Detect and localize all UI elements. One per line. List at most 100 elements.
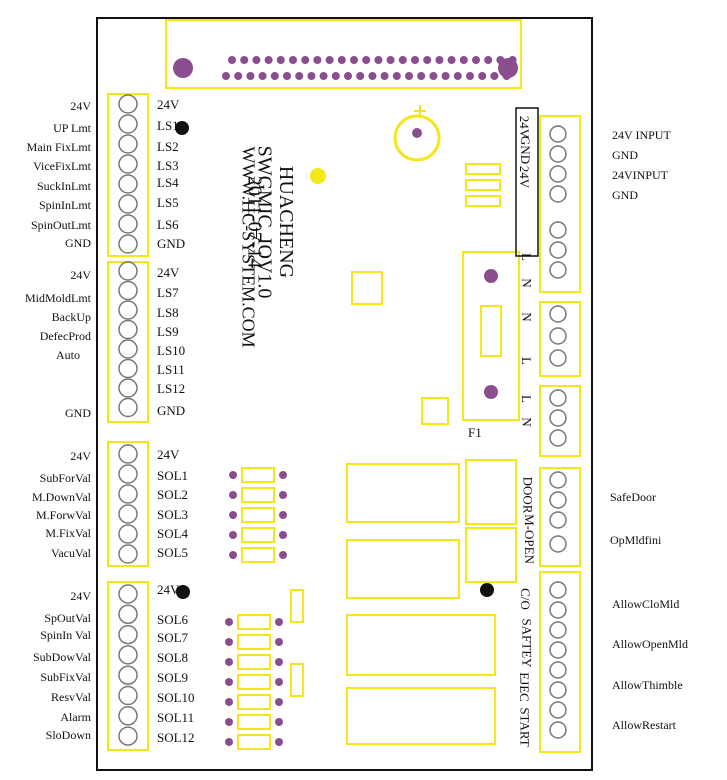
resistor-array-top xyxy=(465,163,501,207)
pin-sol6: SOL6 xyxy=(157,612,189,627)
fuse-label: F1 xyxy=(468,425,482,440)
diode-pad xyxy=(225,658,233,666)
label-sub-dow-val: SubDowVal xyxy=(32,650,91,664)
pin-right-n-a: N xyxy=(519,278,535,288)
pin-ejec: EJEC xyxy=(516,672,532,702)
label-sub-for-val: SubForVal xyxy=(39,471,91,485)
top-connector-pin xyxy=(301,56,310,64)
terminal-screw xyxy=(118,300,138,320)
label-auto: Auto xyxy=(56,348,80,362)
diode xyxy=(237,694,271,710)
top-connector-pin xyxy=(429,72,438,80)
label-m-fix-val: M.FixVal xyxy=(45,526,91,540)
pin-ls9: LS9 xyxy=(157,324,179,339)
pin-sol8: SOL8 xyxy=(157,650,189,665)
terminal-screw xyxy=(118,94,138,114)
pin-right-24v-b: 24V xyxy=(517,165,533,189)
diode xyxy=(241,527,275,543)
label-gnd-a: GND xyxy=(65,236,91,250)
diode-pad xyxy=(229,531,237,539)
pin-24v-a: 24V xyxy=(157,97,180,112)
terminal-screw xyxy=(549,145,567,163)
terminal-screw xyxy=(118,114,138,134)
label-spin-in-lmt: SpinInLmt xyxy=(38,198,91,212)
label-vice-fix-lmt: ViceFixLmt xyxy=(33,159,91,173)
top-connector-pin xyxy=(478,72,487,80)
top-connector-pin xyxy=(447,56,456,64)
diode-pad xyxy=(275,698,283,706)
terminal-screw xyxy=(118,214,138,234)
top-connector-pin xyxy=(344,72,352,80)
diode-pad xyxy=(229,511,237,519)
label-backup: BackUp xyxy=(51,310,91,324)
top-connector-pin xyxy=(490,72,499,80)
top-connector-pin xyxy=(417,72,426,80)
terminal-screw xyxy=(118,319,138,340)
terminal-screw xyxy=(118,194,138,214)
pin-m-open: M-OPEN xyxy=(521,514,537,564)
diode xyxy=(237,614,271,630)
label-allow-clo-mld: AllowCloMld xyxy=(612,597,680,611)
pin-ls3: LS3 xyxy=(157,158,179,173)
top-connector-pin xyxy=(234,72,243,80)
diode-pad xyxy=(225,698,233,706)
top-connector-pin xyxy=(508,56,517,64)
top-connector-pin xyxy=(307,72,316,80)
terminal-screw xyxy=(549,221,567,239)
top-connector xyxy=(165,19,522,89)
label-gnd-right-a: GND xyxy=(612,148,638,162)
terminal-screw xyxy=(549,241,567,259)
label-m-forw-val: M.ForwVal xyxy=(35,508,91,522)
pin-start: START xyxy=(517,707,533,747)
pin-right-l-b: L xyxy=(518,357,534,365)
terminal-screw xyxy=(549,621,567,639)
top-connector-pin xyxy=(319,72,328,80)
label-allow-restart: AllowRestart xyxy=(612,718,676,732)
pin-right-l-a: L xyxy=(518,253,534,261)
terminal-screw xyxy=(549,471,567,489)
top-connector-pin xyxy=(441,72,450,80)
terminal-screw xyxy=(549,125,567,143)
pin-sol9: SOL9 xyxy=(157,670,189,685)
top-connector-pin xyxy=(331,72,340,80)
diode-pad xyxy=(279,511,287,519)
top-connector-pin xyxy=(386,56,395,64)
label-24v-b: 24V xyxy=(70,268,91,282)
diode-pad xyxy=(275,658,283,666)
label-slo-down: SloDown xyxy=(45,728,91,742)
pin-ls6: LS6 xyxy=(157,217,179,232)
label-suck-in-lmt: SuckInLmt xyxy=(37,179,91,193)
terminal-screw xyxy=(118,261,138,281)
top-connector-pin xyxy=(398,56,407,64)
terminal-screw xyxy=(118,604,138,625)
label-resv-val: ResvVal xyxy=(51,690,91,704)
terminal-screw xyxy=(549,641,567,659)
diode-pad xyxy=(275,718,283,726)
terminal-screw xyxy=(118,524,138,544)
terminal-screw xyxy=(118,358,138,379)
label-24v-c: 24V xyxy=(70,449,91,463)
terminal-screw xyxy=(549,701,567,719)
terminal-screw xyxy=(549,601,567,619)
pin-ls2: LS2 xyxy=(157,139,179,154)
terminal-screw xyxy=(549,261,567,279)
terminal-screw xyxy=(118,726,138,746)
fuse-holder xyxy=(462,251,520,421)
pin-sol1: SOL1 xyxy=(157,468,189,483)
pin-gnd-b: GND xyxy=(157,403,186,418)
top-connector-pin xyxy=(240,56,249,64)
terminal-screw xyxy=(549,349,567,367)
terminal-screw xyxy=(118,154,138,174)
terminal-screw xyxy=(549,165,567,183)
silk-model: SWGMIC_IOV1.0 xyxy=(253,145,276,299)
terminal-screw xyxy=(118,584,138,604)
terminal-screw xyxy=(549,389,567,407)
top-connector-pin xyxy=(466,72,474,80)
label-vacu-val: VacuVal xyxy=(51,546,91,560)
top-connector-pin xyxy=(295,72,304,80)
diode-pad xyxy=(275,678,283,686)
top-connector-pin xyxy=(502,72,511,80)
pin-sol5: SOL5 xyxy=(157,545,189,560)
pin-right-n-b: N xyxy=(519,312,535,322)
pin-ls5: LS5 xyxy=(157,195,179,210)
